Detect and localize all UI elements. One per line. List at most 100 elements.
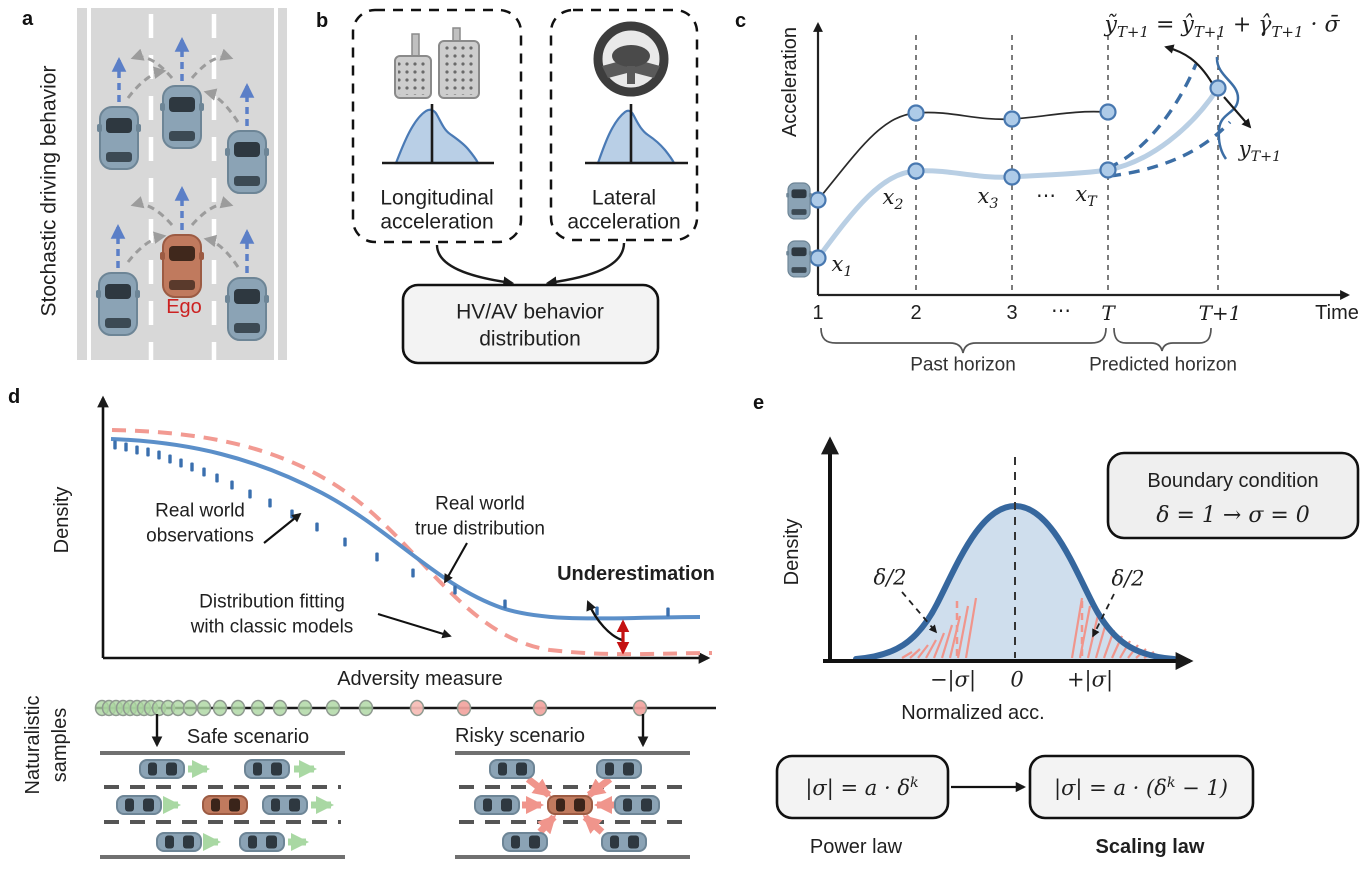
formula-yhat: ŷ	[1181, 12, 1194, 38]
ego-car-icon	[159, 234, 205, 298]
delta-half-right: δ/2	[1111, 566, 1145, 591]
panel-a-side-label: Stochastic driving behavior	[37, 65, 61, 317]
car-icon	[159, 85, 205, 149]
predicted-density-sketch	[1215, 56, 1240, 160]
longitudinal-box	[351, 8, 523, 244]
vehicle1-curve	[817, 110, 1107, 201]
safe-scenario-label: Safe scenario	[186, 726, 310, 748]
panel-a-road-scene	[77, 8, 287, 360]
e-ylabel: Density	[781, 518, 803, 586]
longitudinal-label-line1: Longitudinal	[380, 186, 494, 210]
c-tick-3: 3	[1006, 302, 1018, 324]
lateral-label-line1: Lateral	[591, 186, 657, 210]
formula-sub: T+1	[1116, 22, 1149, 41]
panel-d-density-plot	[94, 395, 716, 859]
formula-sigmabar: σ̄	[1324, 12, 1340, 38]
formula-sub: T+1	[1271, 22, 1304, 41]
longitudinal-distribution-sketch	[382, 104, 494, 165]
pedals-icon	[394, 27, 480, 99]
safe-scenario-road	[100, 751, 345, 859]
c-tick-T1: T+1	[1198, 301, 1242, 325]
c-ylabel: Acceleration	[779, 26, 801, 138]
c-tick-T: T	[1101, 301, 1115, 325]
d-ylabel: Density	[51, 486, 73, 554]
car-icon	[95, 272, 141, 336]
past-horizon-brace	[820, 327, 1107, 354]
ann-observations-line1: Real world	[155, 500, 245, 522]
panel-e-gaussian	[775, 436, 1360, 820]
tick-pos-sigma: +|σ|	[1066, 667, 1114, 692]
car-icon	[474, 795, 520, 815]
car-icon	[262, 795, 308, 815]
label-x3: x3	[977, 184, 999, 213]
risky-scenario-label: Risky scenario	[454, 725, 586, 747]
car-icon	[785, 182, 813, 220]
ann-fit-line2: with classic models	[190, 616, 354, 638]
arrow-delta-right	[1092, 593, 1115, 638]
ann-true-line1: Real world	[435, 493, 525, 515]
car-icon	[96, 106, 142, 170]
timestep-markers	[809, 79, 1227, 267]
true-distribution-curve	[110, 437, 701, 621]
observation-markers	[113, 440, 670, 617]
boundary-condition-box	[1106, 451, 1360, 540]
panel-tag-a: a	[22, 8, 34, 30]
c-tick-2: 2	[910, 302, 922, 324]
steering-wheel-icon	[593, 21, 669, 97]
label-x1: x1	[831, 252, 853, 281]
formula-gammahat: γ̂	[1258, 12, 1272, 38]
sample-dots	[94, 699, 648, 717]
ann-fit-line1: Distribution fitting	[199, 591, 345, 613]
formula-eq: =	[1148, 12, 1182, 38]
ann-underestimation: Underestimation	[557, 563, 715, 585]
panel-b-behavior-distribution	[351, 8, 699, 365]
lateral-distribution-sketch	[585, 104, 688, 165]
scaling-law-equation: |σ| = a · (δk − 1)	[1054, 774, 1228, 800]
arrow-delta-left	[901, 591, 938, 634]
scaling-law-box	[1028, 754, 1255, 820]
panel-tag-c: c	[735, 10, 747, 32]
hvav-distribution-box	[401, 283, 660, 365]
label-ynext: yT+1	[1238, 137, 1282, 166]
car-icon	[244, 759, 290, 779]
lateral-label-line2: acceleration	[567, 210, 681, 234]
past-horizon-label: Past horizon	[910, 354, 1016, 376]
c-xlabel: Time	[1315, 302, 1359, 324]
panel-tag-b: b	[316, 10, 329, 32]
merge-arrow-left	[435, 244, 515, 288]
predicted-horizon-brace	[1113, 327, 1212, 352]
boundary-equation: δ = 1 → σ = 0	[1156, 502, 1310, 528]
boundary-title: Boundary condition	[1147, 470, 1319, 492]
formula-sub: T+1	[1193, 22, 1226, 41]
car-icon	[156, 832, 202, 852]
formula-dot: ·	[1303, 12, 1325, 38]
car-icon	[601, 832, 647, 852]
ann-true-line2: true distribution	[415, 518, 545, 540]
car-icon	[596, 759, 642, 779]
label-x2: x2	[882, 185, 904, 214]
green-motion-arrows	[162, 759, 335, 852]
ann-observations-line2: observations	[146, 525, 254, 547]
power-law-equation: |σ| = a · δk	[805, 774, 919, 800]
e-xlabel: Normalized acc.	[901, 702, 1045, 724]
label-xdots: ⋯	[1036, 185, 1056, 207]
ego-car-icon	[202, 795, 248, 815]
formula-plus: +	[1225, 12, 1259, 38]
ego-car-icon	[547, 795, 593, 815]
power-law-box	[775, 754, 950, 820]
panel-c-time-series	[785, 22, 1350, 354]
arrow-classic-fit	[377, 612, 452, 639]
car-icon	[224, 277, 270, 341]
arrow-to-formula	[1164, 44, 1213, 84]
delta-half-left: δ/2	[873, 565, 907, 590]
merge-arrow-right	[545, 242, 626, 288]
hvav-box-line1: HV/AV behavior	[456, 300, 604, 324]
arrow-observations	[263, 512, 302, 544]
time-gridlines	[915, 35, 1219, 295]
car-icon	[224, 130, 270, 194]
car-icon	[614, 795, 660, 815]
panel-tag-d: d	[8, 386, 21, 408]
naturalistic-label-line2: samples	[49, 707, 71, 783]
